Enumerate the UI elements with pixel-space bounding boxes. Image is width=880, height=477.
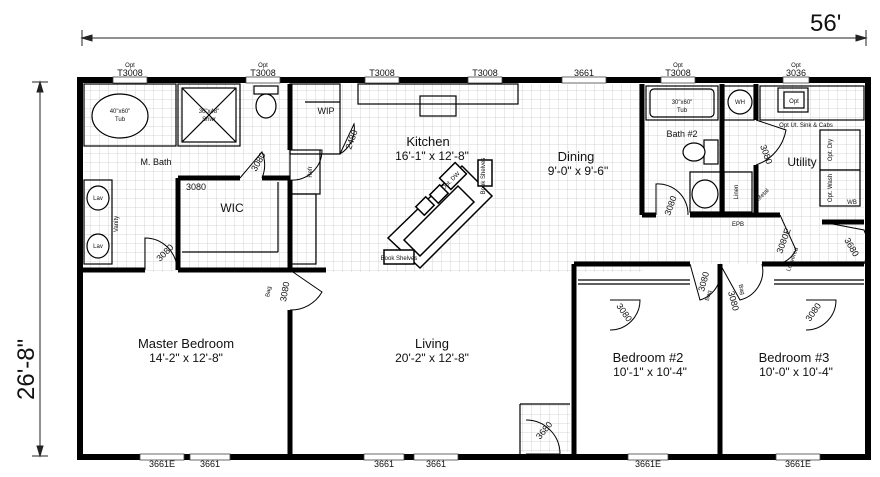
window-opt-note: Opt (125, 63, 135, 69)
window-label: 3661E (635, 459, 661, 469)
dining-size: 9'-0" x 9'-6" (548, 164, 608, 178)
room-labels: M. Bath WIC WIP Kitchen 16'-1" x 12'-8" … (138, 106, 833, 379)
interior-walls (80, 84, 864, 454)
window-label: 3661 (374, 459, 394, 469)
shower-size-label: 36"x48" (199, 109, 220, 115)
door-label: 3080 (186, 182, 206, 192)
master-bath-label: M. Bath (140, 157, 171, 167)
washer-label: Opt. Wash (828, 174, 834, 202)
window-label: 3661 (426, 459, 446, 469)
door-label: 3080 (614, 301, 634, 323)
width-dimension: 56' (810, 10, 841, 37)
cabinet-lines (83, 83, 865, 454)
kitchen-island (383, 159, 494, 270)
window-label: T3008 (369, 68, 395, 78)
opt-label: Opt (789, 99, 799, 105)
window-label: T3008 (117, 68, 143, 78)
kitchen-size: 16'-1" x 12'-8" (395, 149, 469, 163)
book-shelves-label: Book Shelves (481, 158, 487, 195)
window-label: 3661 (574, 68, 594, 78)
door-label: 3080 (696, 271, 711, 293)
tub-size-label: 40"x60" (110, 109, 131, 115)
bag-label: Bag (737, 284, 746, 296)
bedroom2-label: Bedroom #2 (613, 350, 684, 365)
window-label: T3008 (250, 68, 276, 78)
depth-dimension: 26'-8" (13, 339, 40, 400)
lav-label: Lav (93, 244, 103, 250)
bedroom3-label: Bedroom #3 (759, 350, 830, 365)
utility-sink-label: Opt Ut. Sink & Cabs (779, 123, 833, 129)
door-label: 3080 (803, 301, 823, 323)
tub-label: Tub (115, 117, 126, 123)
window-label: 3036 (786, 68, 806, 78)
window-label: 3661E (149, 459, 175, 469)
window-opt-note: Opt (258, 63, 268, 69)
window-label: 3661E (785, 459, 811, 469)
shower-label: Shwr (202, 117, 216, 123)
bottom-window-labels: 3661E 3661 3661 3661 3661E 3661E (149, 459, 811, 469)
wic-label: WIC (220, 201, 244, 215)
window-opt-note: Opt (791, 63, 801, 69)
window-openings (112, 76, 821, 461)
tub-size-label: 30"x60" (672, 100, 693, 106)
dimension-lines (32, 30, 868, 458)
lav-label: Lav (93, 196, 103, 202)
vanity-label: Vanity (114, 216, 120, 232)
fixtures (86, 85, 805, 259)
top-window-labels: Opt T3008 Opt T3008 T3008 T3008 3661 Opt… (117, 63, 806, 78)
water-heater-label: WH (735, 100, 745, 106)
wb-label: WB (847, 200, 857, 206)
bath2-label: Bath #2 (666, 129, 697, 139)
dining-label: Dining (558, 149, 595, 164)
kitchen-label: Kitchen (406, 134, 449, 149)
utility-label: Utility (787, 155, 816, 169)
master-bedroom-label: Master Bedroom (138, 336, 234, 351)
linen-label: Linen (734, 185, 740, 200)
living-label: Living (415, 336, 449, 351)
bag-label: Bag (705, 290, 714, 302)
tub-label: Tub (677, 108, 688, 114)
epb-label: EPB (732, 222, 744, 228)
fixture-labels: 40"x60" Tub 36"x48" Shwr 30"x60" Tub WH … (93, 99, 857, 302)
book-shelves-label: Book Shelves (381, 256, 418, 262)
living-size: 20'-2" x 12'-8" (395, 351, 469, 365)
dryer-label: Opt. Dry (828, 139, 834, 161)
door-label: 3080 (726, 290, 741, 312)
bedroom2-size: 10'-1" x 10'-4" (613, 365, 687, 379)
door-swings (144, 119, 869, 455)
door-label: 3080 (278, 281, 291, 302)
master-bedroom-size: 14'-2" x 12'-8" (149, 351, 223, 365)
wip-label: WIP (318, 106, 335, 116)
window-label: 3661 (200, 459, 220, 469)
bag-label: Bag (265, 286, 273, 298)
window-label: T3008 (472, 68, 498, 78)
window-opt-note: Opt (673, 63, 683, 69)
refrigerator-label: Refr (308, 166, 314, 177)
window-label: T3008 (665, 68, 691, 78)
bedroom3-size: 10'-0" x 10'-4" (759, 365, 833, 379)
